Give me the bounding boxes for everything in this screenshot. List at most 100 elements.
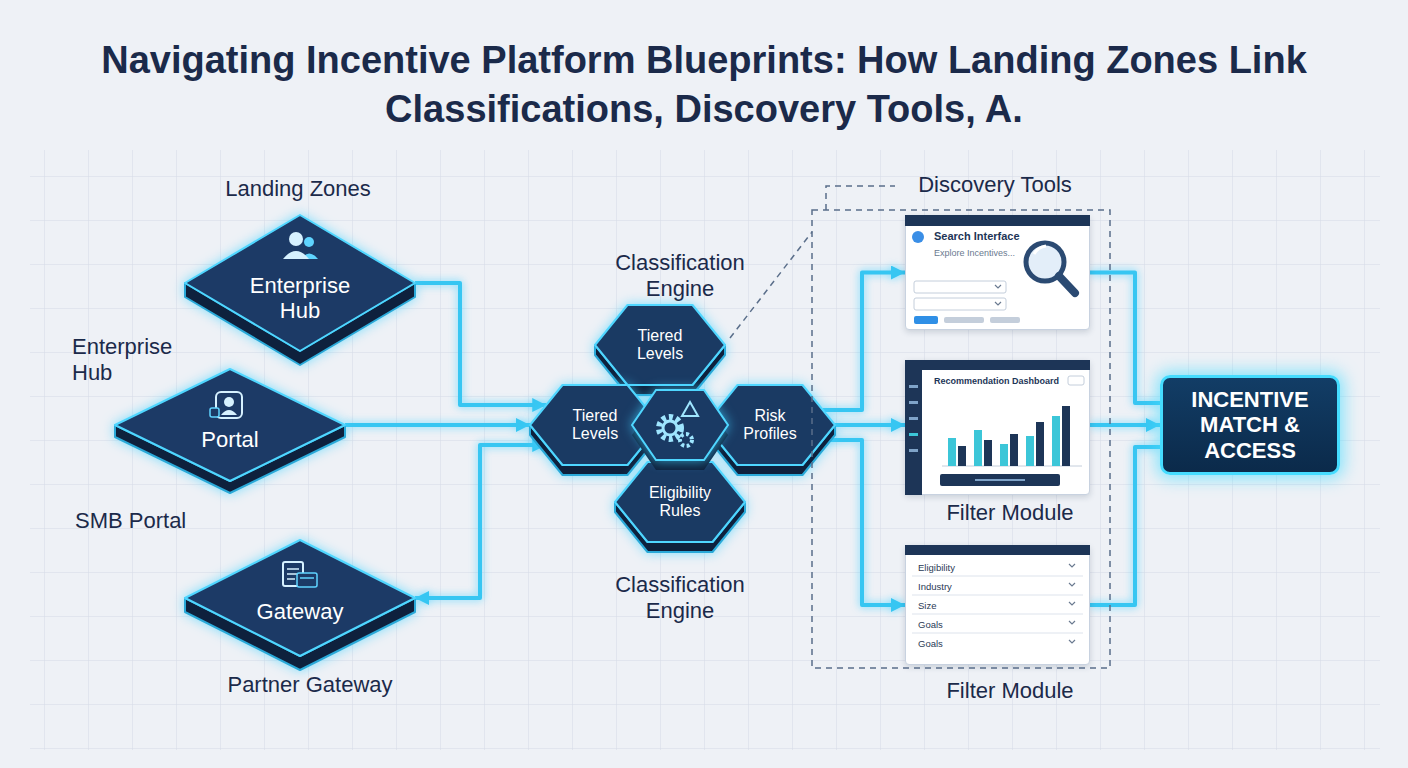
- flow-connector: [415, 283, 546, 405]
- node-text: Portal: [201, 427, 258, 452]
- app-icon: [912, 231, 924, 243]
- annotation-label: Filter Module: [920, 678, 1100, 704]
- node-face: Recommendation Dashboard: [906, 361, 1089, 494]
- diagram-title: Navigating Incentive Platform Blueprints…: [39, 36, 1369, 135]
- icon-part: [297, 573, 317, 587]
- annotation-label: Landing Zones: [198, 176, 398, 202]
- node-face: Gateway: [185, 540, 415, 656]
- row-divider: [912, 595, 1083, 596]
- chart-bar: [1062, 406, 1070, 466]
- node-face: Tiered Levels: [530, 385, 660, 465]
- shape-face: [185, 540, 415, 656]
- annotation-label: Classification Engine: [590, 250, 770, 303]
- node-text: Tiered Levels: [620, 327, 700, 364]
- node-face: Portal: [115, 369, 345, 481]
- node-text: Industry: [918, 577, 952, 596]
- people-icon: [283, 232, 318, 259]
- chart-bar: [974, 430, 982, 466]
- flow-connector: [1090, 447, 1160, 605]
- shape-face: [530, 385, 660, 465]
- sidebar-item: [909, 401, 918, 404]
- dropdown-field: [914, 298, 1006, 310]
- chevron: [1069, 583, 1075, 586]
- chart-bar: [1010, 434, 1018, 466]
- annotation-label: Classification Engine: [590, 572, 770, 625]
- node-text: Size: [918, 596, 936, 615]
- magnifier-icon: [1034, 246, 1046, 254]
- annotation-label: Enterprise Hub: [72, 334, 182, 387]
- placeholder-bar: [944, 317, 984, 323]
- match-box: INCENTIVE MATCH & ACCESS: [1160, 375, 1340, 475]
- icon-part: [287, 569, 299, 579]
- icon-part: [289, 232, 303, 246]
- annotation-label: Discovery Tools: [905, 172, 1085, 198]
- dashed-leader: [826, 186, 895, 210]
- tool-panel: Recommendation Dashboard: [905, 360, 1090, 495]
- blueprint-grid: [30, 150, 1380, 750]
- node-text: Search Interface: [934, 230, 1020, 243]
- flow-connector: [835, 423, 905, 427]
- node-face: Risk Profiles: [705, 385, 835, 465]
- document-icon: [283, 562, 317, 587]
- row-divider: [1010, 557, 1050, 558]
- icon-part: [300, 577, 314, 579]
- shape-face: [595, 305, 725, 385]
- icon-part: [283, 251, 309, 259]
- chevron: [1069, 564, 1075, 567]
- icon-part: [304, 237, 314, 247]
- chart-bar: [1000, 444, 1008, 466]
- icon-part: [283, 562, 303, 586]
- action-button: [940, 474, 1060, 486]
- action-button: [975, 479, 1025, 481]
- chevron: [1069, 621, 1075, 624]
- node-text: Gateway: [257, 599, 344, 624]
- flow-connector: [345, 423, 530, 427]
- node-face: Search InterfaceExplore Incentives...: [906, 216, 1089, 329]
- shape-face: [615, 462, 745, 542]
- flow-connector: [415, 445, 546, 598]
- dropdown-field: [914, 281, 1006, 293]
- chart-bar: [984, 440, 992, 466]
- shape-face: [185, 215, 415, 351]
- classification-hex: Tiered Levels: [595, 305, 725, 395]
- chart-bar: [1026, 436, 1034, 466]
- node-text: Recommendation Dashboard: [934, 376, 1059, 386]
- node-text: INCENTIVE MATCH & ACCESS: [1169, 387, 1331, 463]
- shape-face: [705, 385, 835, 465]
- node-text: Tiered Levels: [555, 407, 635, 444]
- tool-panel: Search InterfaceExplore Incentives...: [905, 215, 1090, 330]
- dashed-bracket: [812, 210, 1110, 668]
- sidebar-item: [909, 385, 918, 388]
- flow-connector: [1090, 423, 1160, 427]
- gear-icon: [663, 421, 677, 435]
- flow-connector: [823, 440, 905, 605]
- node-face: Eligibility Rules: [615, 462, 745, 542]
- gear-icon: [680, 434, 692, 446]
- gear-hub: [632, 390, 728, 470]
- node-face: Tiered Levels: [595, 305, 725, 385]
- node-text: Enterprise Hub: [235, 273, 365, 324]
- node-face: EligibilityIndustrySizeGoalsGoals: [906, 546, 1089, 664]
- node-face: INCENTIVE MATCH & ACCESS: [1163, 378, 1337, 472]
- chart-bar: [948, 438, 956, 466]
- node-face: Enterprise Hub: [185, 215, 415, 351]
- icon-part: [216, 392, 242, 418]
- icon-part: [210, 408, 219, 417]
- icon-part: [301, 254, 318, 260]
- placeholder-bar: [990, 317, 1020, 323]
- select-box: [1068, 376, 1084, 385]
- flow-connector: [823, 273, 905, 411]
- annotation-label: SMB Portal: [75, 508, 225, 534]
- panel-sidebar: [905, 370, 922, 495]
- classification-hex: Tiered Levels: [530, 385, 660, 475]
- node-text: Explore Incentives...: [934, 248, 1015, 258]
- portal-icon: [210, 392, 242, 418]
- classification-hex: Eligibility Rules: [615, 462, 745, 552]
- chevron: [1069, 640, 1075, 643]
- row-divider: [912, 614, 1083, 615]
- magnifier-icon: [1026, 243, 1064, 281]
- sidebar-item: [909, 417, 918, 420]
- node-text: Goals: [918, 634, 943, 653]
- icon-part: [224, 397, 234, 407]
